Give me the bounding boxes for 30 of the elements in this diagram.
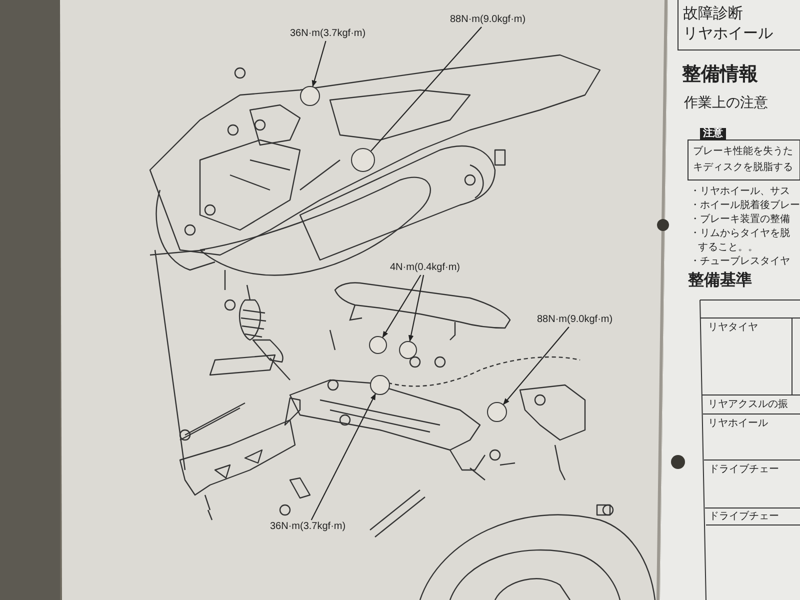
torque-spec: 36N·m(3.7kgf·m) — [270, 521, 346, 533]
subheading: 作業上の注意 — [684, 95, 768, 112]
caution-tag: 注意 — [700, 128, 726, 140]
note-item: すること。。 — [698, 242, 758, 254]
section-heading: 整備基準 — [688, 270, 752, 290]
table-row-label: リヤアクスルの振 — [708, 399, 788, 411]
leader-line — [310, 393, 376, 520]
torque-spec: 4N·m(0.4kgf·m) — [390, 262, 460, 274]
leader-line — [503, 326, 570, 405]
caution-text: キディスクを脱脂する — [693, 162, 793, 174]
section-heading: 整備情報 — [682, 63, 758, 86]
note-item: ・リムからタイヤを脱 — [690, 228, 790, 240]
caution-text: ブレーキ性能を失うた — [693, 146, 793, 158]
table-row-label: リヤタイヤ — [708, 322, 758, 334]
leader-line — [370, 26, 482, 152]
torque-spec: 88N·m(9.0kgf·m) — [450, 14, 526, 26]
table-row-label: リヤホイール — [708, 418, 768, 430]
table-row-label: ドライブチェー — [709, 511, 779, 523]
note-item: ・リヤホイール、サス — [690, 186, 790, 198]
leader-line — [312, 40, 326, 88]
toc-entry: 故障診断 — [683, 4, 743, 22]
note-item: ・ホイール脱着後ブレー — [690, 200, 800, 212]
note-item: ・ブレーキ装置の整備 — [690, 214, 790, 226]
leader-line — [408, 274, 424, 342]
table-row-label: ドライブチェー — [709, 464, 779, 476]
torque-spec: 36N·m(3.7kgf·m) — [290, 28, 366, 40]
note-item: ・チューブレスタイヤ — [690, 256, 790, 268]
toc-entry: リヤホイール — [683, 24, 773, 42]
torque-spec: 88N·m(9.0kgf·m) — [537, 314, 613, 326]
leader-line — [382, 274, 422, 338]
